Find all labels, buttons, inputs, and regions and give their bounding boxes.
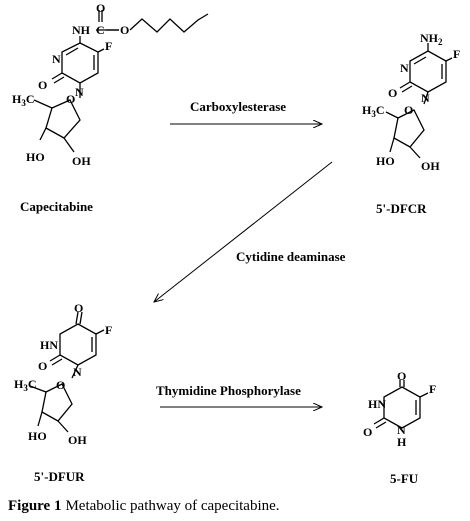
dfur-f-label: F (105, 323, 112, 337)
dfcr-n3-label: N (400, 61, 409, 75)
cytidine-deaminase-label: Cytidine deaminase (236, 249, 346, 264)
dfcr-f-label: F (453, 47, 460, 61)
dfur-name: 5'-DFUR (34, 469, 85, 484)
fu-name: 5-FU (390, 471, 419, 486)
capecitabine-structure (33, 10, 209, 153)
dfur-hn-label: HN (40, 338, 58, 352)
dfur-n1-label: N (73, 365, 82, 379)
carboxylesterase-label: Carboxylesterase (190, 99, 286, 114)
dfcr-ho-label: HO (376, 154, 395, 168)
dfur-structure (29, 311, 105, 433)
dfur-h3c-label: H3C (14, 377, 37, 393)
dfcr-name: 5'-DFCR (376, 201, 427, 216)
capecitabine-carbonyl-o-label: O (96, 1, 105, 15)
capecitabine-o2-label: O (38, 78, 47, 92)
capecitabine-ester-o-label: O (120, 23, 129, 37)
figure-caption-text: Metabolic pathway of capecitabine. (65, 498, 280, 514)
dfur-o4-label: O (74, 301, 83, 315)
dfur-ring-o-label: O (56, 378, 65, 392)
dfur-ho-label: HO (28, 429, 47, 443)
dfcr-h3c-label: H3C (362, 103, 385, 119)
fu-n1-label: N (397, 423, 406, 437)
fu-hn-label: HN (368, 397, 386, 411)
capecitabine-f-label: F (105, 39, 112, 53)
capecitabine-h3c-label: H3C (12, 92, 35, 108)
fu-o2-label: O (363, 425, 372, 439)
capecitabine-ring-o-label: O (66, 92, 75, 106)
dfur-o2-label: O (38, 359, 47, 373)
dfcr-nh2-label: NH2 (420, 31, 443, 47)
capecitabine-n1-label: N (75, 85, 84, 99)
dfcr-structure (385, 43, 453, 159)
capecitabine-c-label: C (96, 23, 105, 37)
dfcr-n1-label: N (421, 91, 430, 105)
dfcr-o2-label: O (388, 86, 397, 100)
dfcr-oh-label: OH (421, 159, 440, 173)
fu-o4-label: O (397, 369, 406, 383)
thymidine-phosphorylase-label: Thymidine Phosphorylase (156, 383, 301, 398)
fu-structure (373, 380, 429, 429)
dfur-oh-label: OH (68, 433, 87, 447)
figure-caption-label: Figure 1 (8, 498, 62, 514)
capecitabine-name: Capecitabine (20, 199, 93, 214)
capecitabine-nh-label: NH (72, 23, 91, 37)
capecitabine-ho-label: HO (26, 150, 45, 164)
dfcr-ring-o-label: O (404, 103, 413, 117)
fu-f-label: F (429, 382, 436, 396)
capecitabine-n3-label: N (52, 52, 61, 66)
fu-h-label: H (397, 435, 407, 449)
capecitabine-oh-label: OH (72, 154, 91, 168)
cytidine-deaminase-arrow (154, 161, 333, 302)
